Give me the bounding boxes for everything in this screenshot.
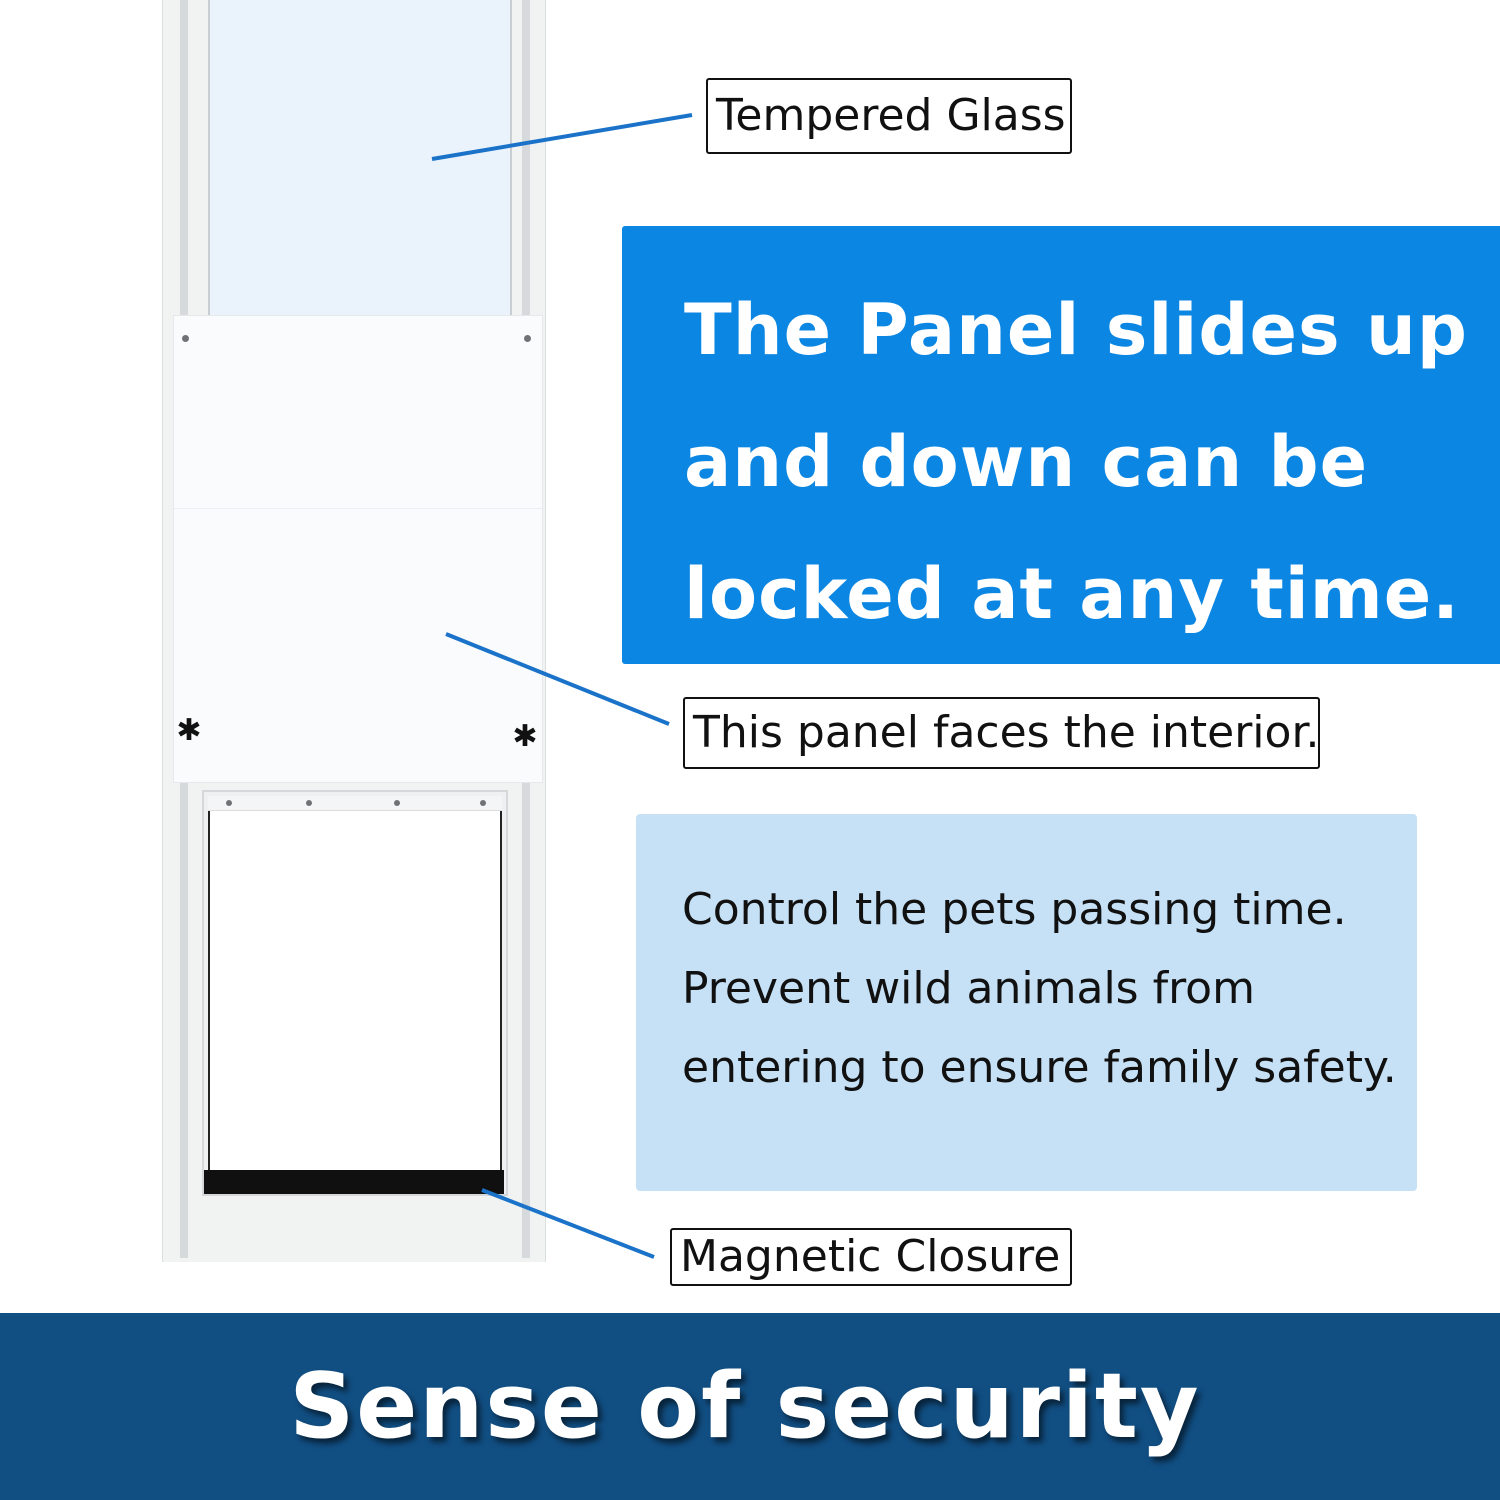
description-line: entering to ensure family safety.: [682, 1042, 1397, 1093]
tempered-glass-label-text: Tempered Glass: [716, 90, 1066, 141]
panel-interior-label-text: This panel faces the interior.: [693, 707, 1320, 758]
sliding-security-panel: [174, 316, 542, 782]
panel-leader-line: [445, 632, 670, 726]
headline-line: and down can be: [684, 421, 1369, 503]
tempered-glass-pane: [208, 0, 512, 316]
screw-icon: [480, 800, 486, 806]
magnetic-closure-label-text: Magnetic Closure: [680, 1231, 1061, 1282]
pet-flap: [208, 796, 502, 1174]
glass-leader-line: [431, 113, 693, 161]
tempered-glass-label: Tempered Glass: [706, 78, 1072, 154]
footer-title: Sense of security: [289, 1354, 1201, 1459]
panel-interior-label: This panel faces the interior.: [683, 697, 1320, 769]
screw-icon: [182, 335, 189, 342]
magnetic-closure-label: Magnetic Closure: [670, 1228, 1072, 1286]
flap-top-strip: [208, 796, 502, 811]
screw-icon: [226, 800, 232, 806]
description-line: Control the pets passing time.: [682, 884, 1347, 935]
magnetic-strip: [204, 1170, 504, 1194]
description-panel: Control the pets passing time. Prevent w…: [636, 814, 1417, 1191]
closure-leader-line: [481, 1188, 655, 1259]
lock-knob-icon: ✱: [176, 713, 202, 748]
headline-line: locked at any time.: [684, 553, 1460, 635]
headline-panel: The Panel slides up and down can be lock…: [622, 226, 1500, 664]
screw-icon: [306, 800, 312, 806]
screw-icon: [524, 335, 531, 342]
lock-knob-icon: ✱: [512, 719, 538, 754]
description-line: Prevent wild animals from: [682, 963, 1255, 1014]
headline-line: The Panel slides up: [684, 289, 1468, 371]
screw-icon: [394, 800, 400, 806]
footer-banner: Sense of security: [0, 1313, 1500, 1500]
panel-seam: [174, 508, 542, 509]
